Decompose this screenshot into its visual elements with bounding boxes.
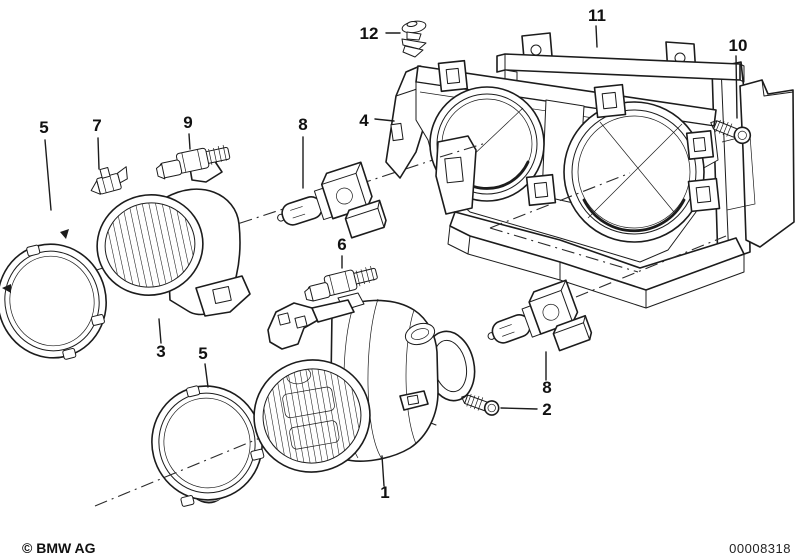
callout-7[interactable]: 7 xyxy=(92,116,101,135)
callout-8-upper[interactable]: 8 xyxy=(298,115,307,134)
headlamp-unit xyxy=(253,292,476,473)
ring-alignment-mark xyxy=(2,284,11,293)
bracket-left-hole xyxy=(530,44,542,56)
callout-9[interactable]: 9 xyxy=(183,113,192,132)
image-number: 00008318 xyxy=(729,541,791,556)
housing-back-panel xyxy=(739,79,795,248)
adjusting-screw-lower xyxy=(304,265,378,302)
callout-11[interactable]: 11 xyxy=(588,6,606,25)
copyright-text: © BMW AG xyxy=(22,540,96,556)
housing-bottom-tray xyxy=(447,211,745,309)
trim-ring-left xyxy=(0,229,107,360)
bulb-lower xyxy=(487,279,593,352)
adjusting-screw-upper xyxy=(155,144,231,180)
mounting-bracket xyxy=(496,32,745,87)
bulb-connector xyxy=(344,199,387,239)
housing-screw xyxy=(710,119,752,145)
axis-connector-lines xyxy=(439,142,727,298)
bulb-socket xyxy=(90,166,128,195)
callout-3[interactable]: 3 xyxy=(156,342,165,361)
callout-labels: 12 11 10 4 5 7 9 8 6 3 5 1 8 2 xyxy=(39,6,747,502)
callout-8-lower[interactable]: 8 xyxy=(542,378,551,397)
expansion-clip xyxy=(401,20,427,58)
callout-6[interactable]: 6 xyxy=(337,235,346,254)
callout-1[interactable]: 1 xyxy=(380,483,389,502)
callout-12[interactable]: 12 xyxy=(360,24,379,43)
bulb-connector xyxy=(552,314,593,352)
headlight-housing xyxy=(385,20,795,309)
bulb-holder xyxy=(528,279,579,335)
callout-2[interactable]: 2 xyxy=(542,400,551,419)
headlamp-bracket-arm xyxy=(311,299,355,323)
bulb-holder xyxy=(320,161,373,220)
axis-connector-up xyxy=(489,172,631,229)
axis-connector-down xyxy=(489,227,639,273)
headlight-upper xyxy=(96,159,251,317)
fastening-screw xyxy=(461,394,500,416)
callout-5-lower[interactable]: 5 xyxy=(198,344,207,363)
ring-alignment-mark xyxy=(60,229,69,239)
wing-slot xyxy=(390,122,404,142)
callout-4[interactable]: 4 xyxy=(359,111,369,130)
axis-line-lower-right xyxy=(575,235,727,298)
leader-lines xyxy=(44,25,738,487)
housing-right-opening xyxy=(563,101,705,243)
bulb-upper xyxy=(277,161,387,239)
headlamp-lens xyxy=(253,359,371,473)
axis-line-into-opening xyxy=(439,142,487,158)
ring-shadow-mark xyxy=(193,497,221,504)
callout-10[interactable]: 10 xyxy=(729,36,748,55)
axis-line-lower-left xyxy=(94,437,261,507)
callout-5-upper[interactable]: 5 xyxy=(39,118,48,137)
housing-clip-tabs xyxy=(437,59,721,213)
headlight-upper-lens xyxy=(96,194,204,296)
trim-ring-lower xyxy=(151,385,265,507)
